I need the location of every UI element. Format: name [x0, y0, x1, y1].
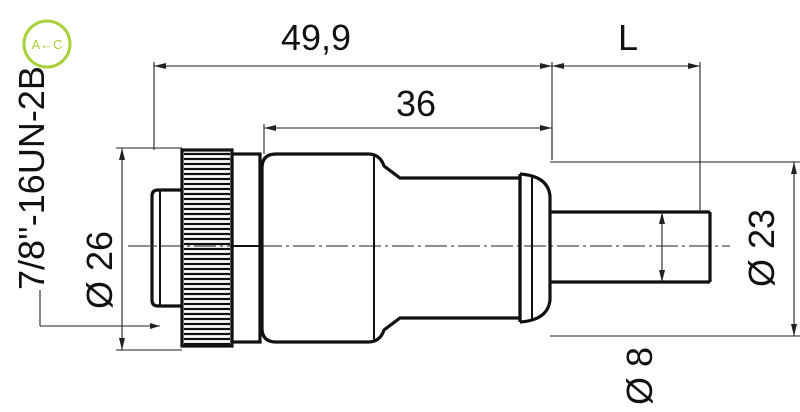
connector-body	[260, 152, 552, 344]
dimension-overall: 49,9	[153, 17, 553, 160]
svg-text:Ø 26: Ø 26	[79, 231, 120, 309]
dimension-length: L	[552, 17, 701, 212]
coupling-nut	[180, 148, 262, 348]
dimension-coupling-diameter: Ø 26	[79, 147, 182, 351]
svg-text:L: L	[618, 17, 638, 58]
svg-text:7/8''-16UN-2B: 7/8''-16UN-2B	[11, 66, 52, 290]
cable	[550, 210, 712, 284]
brand-logo: A←C	[22, 19, 72, 69]
dimension-body-diameter: Ø 23	[550, 161, 800, 337]
svg-text:36: 36	[396, 83, 436, 124]
dimension-thread: 7/8''-16UN-2B	[11, 66, 160, 329]
svg-text:Ø 23: Ø 23	[741, 209, 782, 287]
svg-text:49,9: 49,9	[281, 17, 351, 58]
dimension-cable-diameter: Ø 8	[619, 212, 665, 405]
svg-text:Ø 8: Ø 8	[619, 347, 660, 405]
svg-text:A←C: A←C	[31, 37, 62, 52]
dimension-body: 36	[263, 83, 553, 160]
socket-face	[150, 188, 182, 308]
